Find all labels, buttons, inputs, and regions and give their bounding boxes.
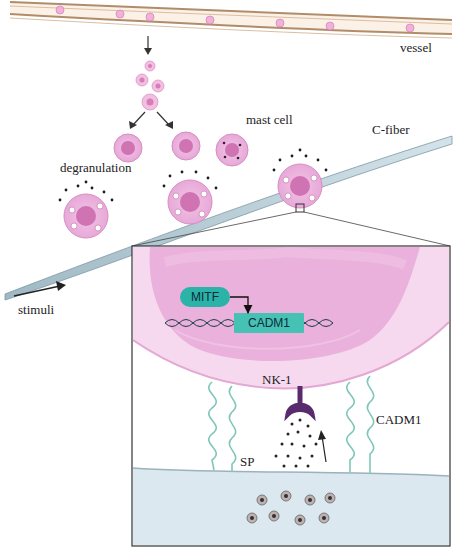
vessel-label: vessel [400, 40, 432, 56]
neuropeptide-label: SP [240, 454, 254, 470]
node-text: CADM1 [248, 316, 290, 330]
fiber-label: C-fiber [372, 122, 410, 138]
blood-vessel [10, 2, 452, 38]
stimuli-arrow [14, 281, 66, 296]
process-label: degranulation [60, 160, 131, 176]
mast-cells [114, 132, 248, 166]
stimulus-label: stimuli [18, 302, 54, 318]
transcription-factor: MITF [180, 287, 230, 307]
zoom-callout [132, 204, 450, 546]
migrating-cells [129, 36, 173, 129]
node-text: MITF [191, 290, 219, 304]
protein-label: CADM1 [376, 412, 422, 428]
arrow-connector [230, 297, 248, 313]
zoom-interior [133, 247, 449, 546]
gene-box: CADM1 [234, 313, 304, 333]
receptor-label: NK-1 [262, 372, 292, 388]
degranulating-cells [59, 149, 328, 238]
cell-label: mast cell [246, 112, 293, 128]
